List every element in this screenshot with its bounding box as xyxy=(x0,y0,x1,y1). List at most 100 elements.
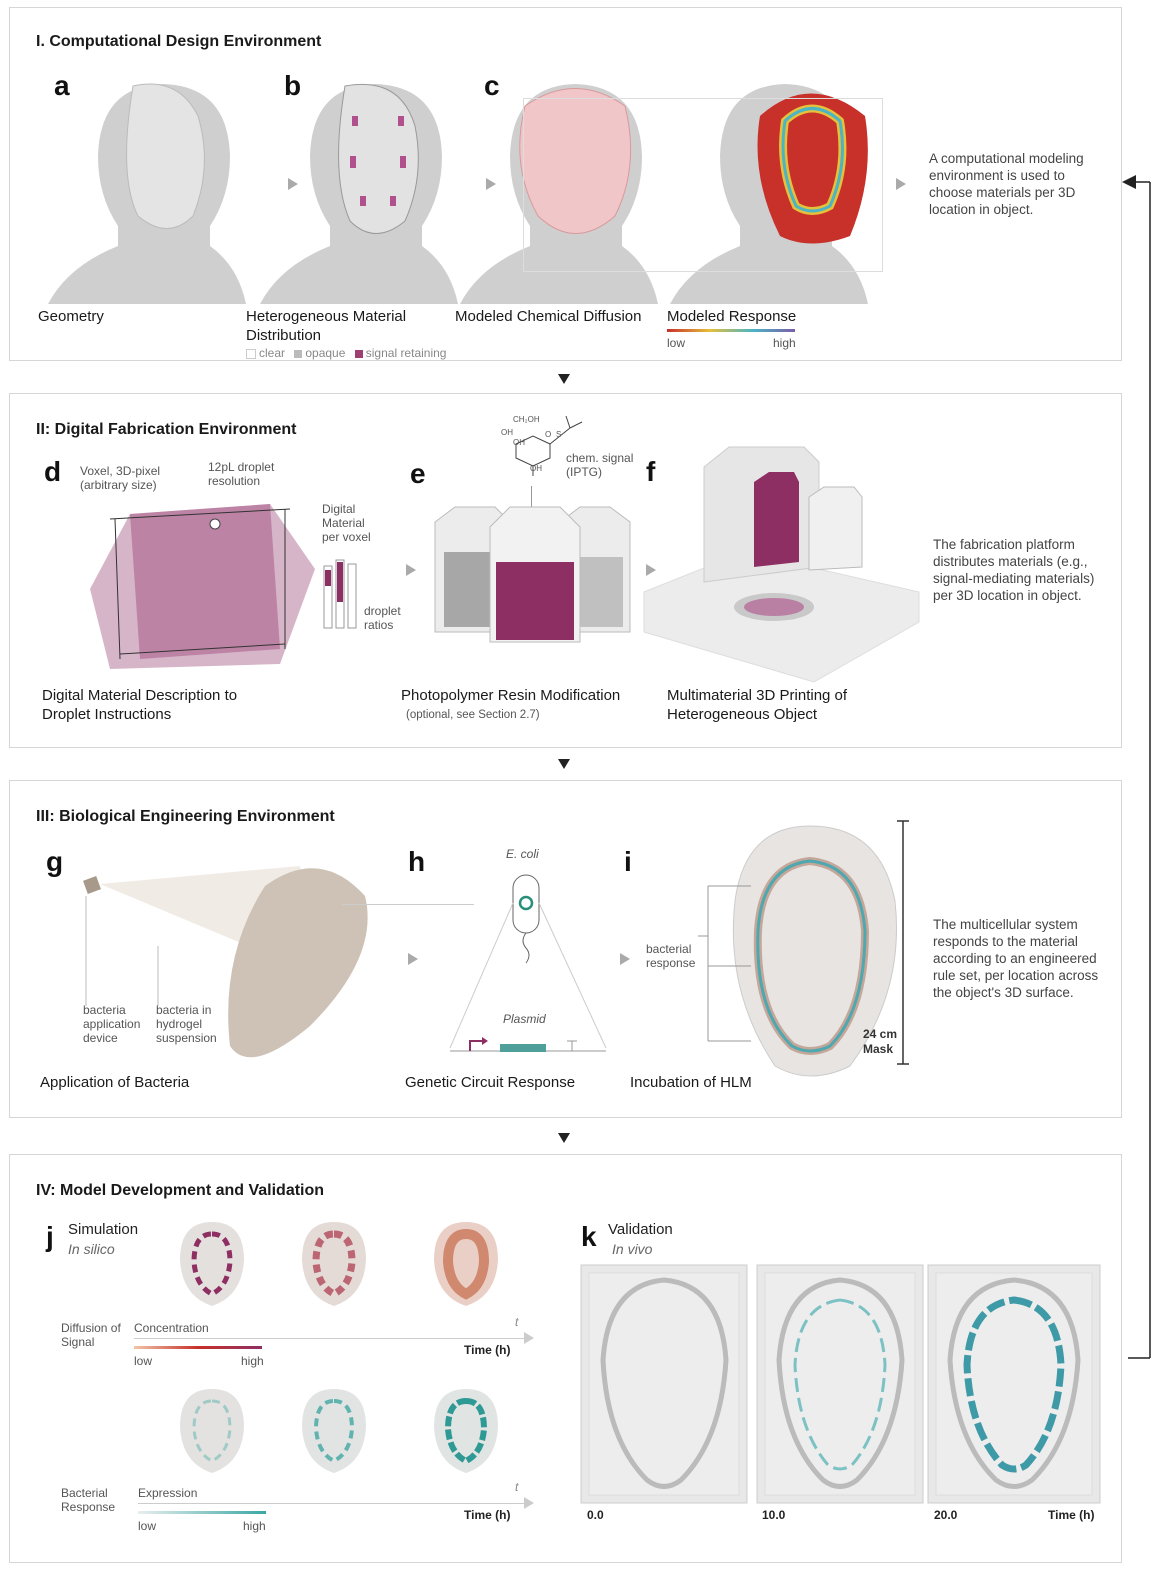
time-label: Time (h) xyxy=(464,1343,511,1357)
diffusion-sim-t3 xyxy=(434,1222,498,1306)
section2-title: II: Digital Fabrication Environment xyxy=(36,421,297,438)
label-b: b xyxy=(284,70,302,101)
response-head xyxy=(670,84,868,304)
molecule-label: CH₂OH xyxy=(513,415,540,424)
legend-signal: signal retaining xyxy=(365,346,447,360)
expression-colorbar xyxy=(138,1511,266,1514)
label-k: k xyxy=(581,1221,597,1252)
section-digital-fabrication: II: Digital Fabrication Environment d e … xyxy=(9,393,1122,748)
validation-time-axis: Time (h) xyxy=(1048,1508,1095,1522)
section4-title: IV: Model Development and Validation xyxy=(36,1182,325,1199)
section1-description: A computational modeling environment is … xyxy=(929,151,1084,217)
voxel-label: Voxel, 3D-pixel (arbitrary size) xyxy=(80,464,161,492)
resin-vats-illustration xyxy=(434,506,631,643)
concentration-low: low xyxy=(134,1354,153,1368)
droplet-ratios-label: droplet ratios xyxy=(364,604,401,632)
optional-note: (optional, see Section 2.7) xyxy=(406,709,540,721)
validation-time-10: 10.0 xyxy=(762,1508,786,1522)
scale-bar xyxy=(897,820,909,1065)
ecoli-label: E. coli xyxy=(506,847,539,861)
expression-high: high xyxy=(243,1519,266,1533)
label-i: i xyxy=(624,846,632,877)
time-axis-line xyxy=(138,1503,529,1504)
voxel-cube-illustration xyxy=(90,504,315,669)
molecule-label: S xyxy=(556,430,562,439)
concentration-colorbar xyxy=(134,1346,262,1349)
flow-down-arrow xyxy=(558,374,570,384)
t-label: t xyxy=(515,1480,519,1494)
section-model-validation: IV: Model Development and Validation j S… xyxy=(9,1154,1122,1563)
flow-down-arrow xyxy=(558,759,570,769)
label-f: f xyxy=(646,456,656,487)
flow-arrow xyxy=(896,178,906,190)
caption-resin-modification: Photopolymer Resin Modification xyxy=(401,687,621,704)
response-bracket xyxy=(698,885,751,1042)
section-biological-engineering: III: Biological Engineering Environment … xyxy=(9,780,1122,1118)
section3-title: III: Biological Engineering Environment xyxy=(36,808,335,825)
molecule-label: OH xyxy=(530,464,542,473)
label-g: g xyxy=(46,846,64,877)
in-silico-label: In silico xyxy=(68,1241,115,1257)
section2-description: The fabrication platform distributes mat… xyxy=(933,537,1095,603)
caption-modeled-response: Modeled Response xyxy=(667,308,797,325)
validation-photo-20h xyxy=(927,1264,1101,1504)
diffusion-sim-t2 xyxy=(302,1222,366,1306)
label-d: d xyxy=(44,456,62,487)
molecule-label: OH xyxy=(501,428,513,437)
caption-multimaterial-printing: Multimaterial 3D Printing of Heterogeneo… xyxy=(667,687,848,723)
flow-arrow xyxy=(620,953,630,965)
time-label: Time (h) xyxy=(464,1508,511,1522)
response-sim-t3 xyxy=(434,1389,498,1473)
flow-arrow xyxy=(406,564,416,576)
caption-application: Application of Bacteria xyxy=(40,1074,190,1091)
section-computational-design: I. Computational Design Environment a b … xyxy=(9,7,1122,361)
validation-photo-10h xyxy=(756,1264,924,1504)
validation-time-0: 0.0 xyxy=(587,1508,604,1522)
bacterial-response-label: bacterial response xyxy=(646,942,696,970)
flow-arrow xyxy=(646,564,656,576)
hydrogel-label: bacteria in hydrogel suspension xyxy=(156,1003,217,1045)
in-vivo-label: In vivo xyxy=(612,1241,653,1257)
modeling-frame xyxy=(523,98,883,272)
digital-material-label: Digital Material per voxel xyxy=(322,502,371,544)
validation-label: Validation xyxy=(608,1221,673,1238)
bacteria-spray-illustration xyxy=(83,866,368,1058)
label-a: a xyxy=(54,70,70,101)
label-j: j xyxy=(46,1221,54,1252)
axis-arrowhead xyxy=(524,1332,534,1344)
clear-swatch xyxy=(246,348,256,359)
concentration-label: Concentration xyxy=(134,1321,209,1335)
response-sim-t2 xyxy=(302,1389,366,1473)
label-e: e xyxy=(410,458,426,489)
t-label: t xyxy=(515,1315,519,1329)
signal-swatch xyxy=(354,349,363,358)
droplet-ratio-bars xyxy=(323,559,357,629)
flow-arrow xyxy=(486,178,496,190)
section1-title: I. Computational Design Environment xyxy=(36,33,322,50)
flow-arrow xyxy=(288,178,298,190)
time-axis-line xyxy=(134,1338,529,1339)
diffusion-row-label: Diffusion of Signal xyxy=(61,1321,121,1349)
caption-genetic-circuit: Genetic Circuit Response xyxy=(405,1074,576,1091)
label-h: h xyxy=(408,846,426,877)
feedback-loop-arrow xyxy=(1122,175,1151,1359)
droplet-resolution-label: 12pL droplet resolution xyxy=(208,460,275,488)
caption-digital-material: Digital Material Description to Droplet … xyxy=(42,687,238,723)
hlm-mask-illustration xyxy=(732,825,898,1077)
caption-chemical-diffusion: Modeled Chemical Diffusion xyxy=(455,308,642,325)
axis-arrowhead xyxy=(524,1497,534,1509)
opaque-swatch xyxy=(294,349,303,358)
chem-signal-label: chem. signal (IPTG) xyxy=(566,451,634,479)
response-high: high xyxy=(773,336,796,350)
validation-photo-0h xyxy=(580,1264,748,1504)
expression-label: Expression xyxy=(138,1486,198,1500)
legend-opaque: opaque xyxy=(305,346,346,360)
simulation-label: Simulation xyxy=(68,1221,139,1238)
expression-low: low xyxy=(138,1519,157,1533)
caption-material-distribution: Heterogeneous Material Distribution xyxy=(246,308,407,344)
concentration-high: high xyxy=(241,1354,264,1368)
genetic-circuit-illustration xyxy=(449,874,607,1052)
flow-arrow xyxy=(408,953,418,965)
mask-size-label: 24 cm Mask xyxy=(863,1027,898,1056)
legend-clear: clear xyxy=(259,346,286,360)
